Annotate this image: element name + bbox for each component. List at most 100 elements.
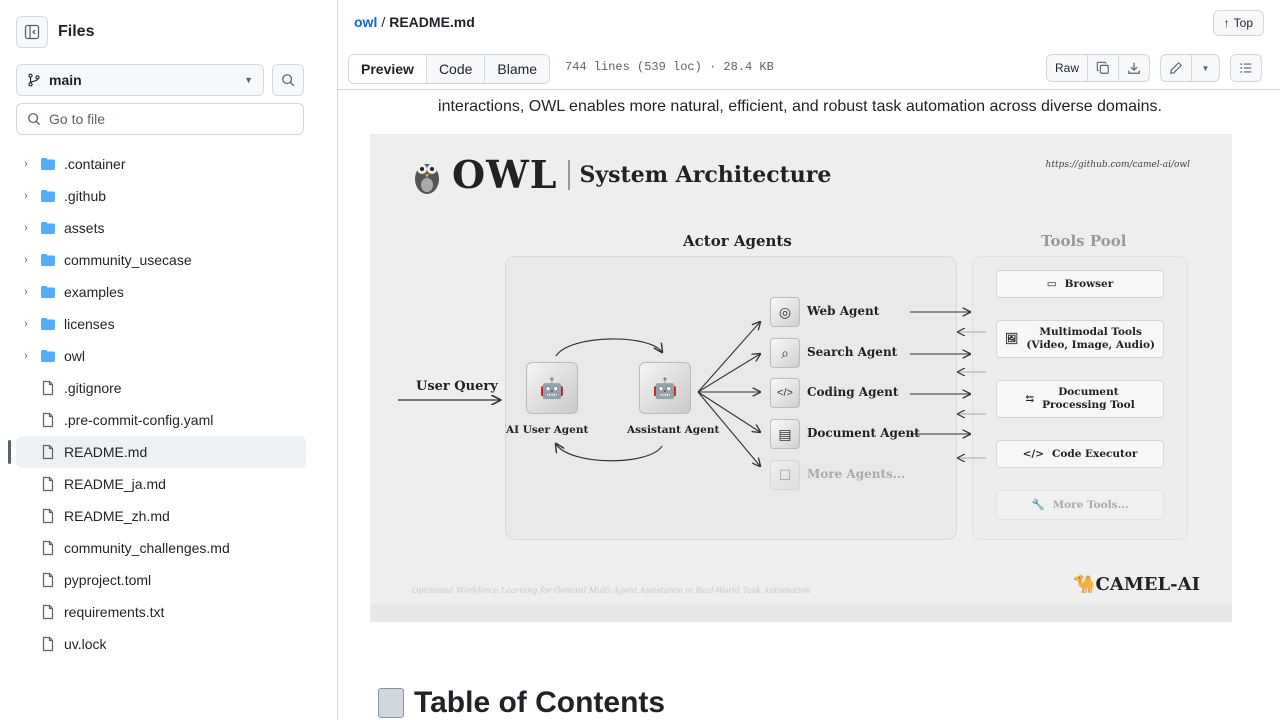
file-icon [40, 444, 56, 460]
camel-ai-brand: CAMEL-AI [1095, 574, 1200, 595]
sidebar-title: Files [58, 23, 95, 40]
tree-folder-item[interactable]: ›owl [16, 340, 306, 372]
tool-multimodal: 🖼Multimodal Tools (Video, Image, Audio) [996, 320, 1164, 358]
tree-file-item[interactable]: community_challenges.md [16, 532, 306, 564]
chevron-right-icon[interactable]: › [24, 158, 28, 170]
folder-icon [40, 348, 56, 364]
assistant-agent-label: Assistant Agent [627, 424, 720, 436]
tree-file-item[interactable]: pyproject.toml [16, 564, 306, 596]
file-toolbar: Preview Code Blame 744 lines (539 loc) ·… [338, 46, 1280, 90]
tree-file-item[interactable]: README_ja.md [16, 468, 306, 500]
tree-folder-item[interactable]: › .container [16, 148, 306, 180]
outline-button[interactable] [1230, 54, 1262, 82]
tab-blame[interactable]: Blame [485, 55, 550, 83]
tree-folder-item[interactable]: ›examples [16, 276, 306, 308]
sidebar-divider[interactable] [337, 0, 338, 720]
file-tree-sidebar: Files main ▼ ›.container›.github›assets›… [0, 0, 324, 720]
folder-icon [40, 252, 56, 268]
breadcrumb: owl / README.md [354, 14, 475, 30]
tab-code[interactable]: Code [426, 55, 486, 83]
chevron-right-icon[interactable]: › [24, 318, 28, 330]
file-meta: 744 lines (539 loc) · 28.4 KB [565, 60, 774, 74]
tree-item-label: requirements.txt [64, 604, 165, 620]
code-icon: </> [1022, 447, 1045, 460]
git-branch-icon [28, 73, 40, 87]
tree-item-label: .gitignore [64, 380, 122, 396]
globe-icon: ◎ [770, 297, 800, 327]
edit-button[interactable] [1160, 54, 1192, 82]
robot-icon: 🤖 [539, 377, 565, 400]
folder-icon [40, 284, 56, 300]
tree-item-label: README_ja.md [64, 476, 166, 492]
coding-agent-label: Coding Agent [807, 385, 899, 399]
file-icon [40, 380, 56, 396]
tree-item-label: licenses [64, 316, 115, 332]
chevron-right-icon[interactable]: › [24, 190, 28, 202]
file-tree: ›.container›.github›assets›community_use… [16, 148, 306, 660]
file-icon [40, 476, 56, 492]
breadcrumb-repo-link[interactable]: owl [354, 14, 378, 30]
figure-logo: OWL System Architecture [412, 152, 831, 197]
collapse-sidebar-button[interactable] [16, 16, 48, 48]
owl-mascot-icon [415, 163, 439, 194]
tree-folder-item[interactable]: › community_usecase [16, 244, 306, 276]
figure-footer: Optimized Workforce Learning for General… [412, 586, 811, 595]
triangle-down-icon: ▼ [1201, 63, 1210, 73]
tree-file-item[interactable]: uv.lock [16, 628, 306, 660]
tree-file-item[interactable]: README_zh.md [16, 500, 306, 532]
tree-item-label: uv.lock [64, 636, 107, 652]
branch-selector[interactable]: main ▼ [16, 64, 264, 96]
raw-button[interactable]: Raw [1045, 54, 1088, 82]
chevron-right-icon[interactable]: › [24, 222, 28, 234]
code-icon: </> [770, 378, 800, 408]
document-icon: ▤ [770, 419, 800, 449]
top-button-label: Top [1233, 16, 1253, 30]
tree-item-label: assets [64, 220, 105, 236]
tree-folder-item[interactable]: › licenses [16, 308, 306, 340]
tool-document-processing: ⇆Document Processing Tool [996, 380, 1164, 418]
tool-more: 🔧More Tools... [996, 490, 1164, 520]
edit-options-dropdown[interactable]: ▼ [1192, 54, 1220, 82]
chevron-right-icon[interactable]: › [24, 350, 28, 362]
more-agents-label: More Agents... [807, 467, 906, 481]
sidebar-resize-handle[interactable] [8, 440, 11, 464]
figure-url: https://github.com/camel-ai/owl [1045, 160, 1190, 170]
go-to-file-input[interactable] [49, 111, 293, 127]
browser-icon: ▭ [1046, 277, 1057, 290]
chevron-right-icon[interactable]: › [24, 286, 28, 298]
wrench-icon: 🔧 [1031, 498, 1045, 511]
breadcrumb-current-file: README.md [389, 14, 475, 30]
sidebar-header: Files [16, 16, 94, 48]
user-query-label: User Query [416, 379, 498, 394]
tool-code-executor: </>Code Executor [996, 440, 1164, 468]
tree-folder-item[interactable]: ›.github [16, 180, 306, 212]
tree-file-item[interactable]: .gitignore [16, 372, 306, 404]
markdown-preview: interactions, OWL enables more natural, … [338, 90, 1280, 720]
copy-raw-button[interactable] [1088, 54, 1119, 82]
camel-ai-logo: 🐪CAMEL-AI [1073, 574, 1200, 595]
tab-preview[interactable]: Preview [349, 55, 427, 83]
tree-file-item[interactable]: requirements.txt [16, 596, 306, 628]
sidebar-collapse-icon [24, 24, 40, 40]
search-icon [282, 74, 295, 87]
copy-icon [1096, 61, 1109, 74]
tree-file-item[interactable]: .pre-commit-config.yaml [16, 404, 306, 436]
tree-item-label: .container [64, 156, 126, 172]
file-icon [40, 412, 56, 428]
chevron-down-icon: ▼ [244, 75, 253, 85]
back-to-top-button[interactable]: ↑ Top [1212, 10, 1264, 36]
search-files-button[interactable] [272, 64, 304, 96]
tree-item-label: .pre-commit-config.yaml [64, 412, 214, 428]
toc-heading-text: Table of Contents [414, 686, 666, 719]
folder-icon [40, 188, 56, 204]
download-button[interactable] [1119, 54, 1150, 82]
robot-icon: 🤖 [652, 377, 678, 400]
go-to-file-box [16, 103, 304, 135]
tree-file-item[interactable]: README.md [16, 436, 306, 468]
chevron-right-icon[interactable]: › [24, 254, 28, 266]
folder-icon [40, 316, 56, 332]
table-of-contents-heading: Table of Contents [378, 686, 665, 720]
tree-item-label: community_usecase [64, 252, 192, 268]
tree-folder-item[interactable]: › assets [16, 212, 306, 244]
download-icon [1128, 62, 1140, 74]
